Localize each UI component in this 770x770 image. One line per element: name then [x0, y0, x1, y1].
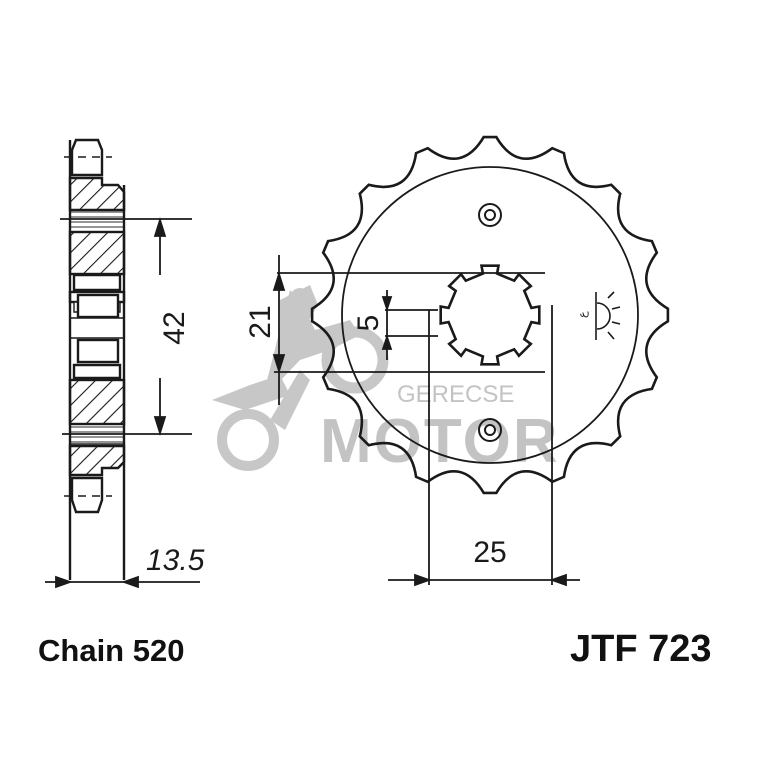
bolt-hole-top — [478, 203, 502, 227]
dimension-13-5 — [45, 575, 200, 589]
pitch-circle — [341, 166, 639, 464]
dimension-21 — [272, 255, 545, 405]
dimension-25 — [388, 305, 580, 587]
sprocket-front-view: ع — [310, 135, 670, 495]
watermark: GERECSE MOTOR — [212, 285, 560, 476]
bolt-hole-bottom — [478, 418, 502, 442]
spline-bore — [439, 264, 541, 366]
watermark-line1: GERECSE — [397, 381, 514, 408]
dimension-13-5-label: 13.5 — [146, 544, 205, 577]
dimension-5 — [381, 290, 438, 360]
dimension-21-label: 21 — [244, 305, 277, 338]
dimension-42 — [60, 216, 192, 437]
dimension-42-label: 42 — [158, 311, 191, 344]
watermark-line2: MOTOR — [320, 407, 560, 476]
dimension-25-label: 25 — [473, 536, 506, 569]
dimension-5-label: 5 — [352, 315, 385, 332]
part-number-label: JTF 723 — [570, 628, 712, 670]
side-view — [64, 138, 126, 580]
svg-text:ع: ع — [577, 311, 589, 318]
sprocket-teeth-outline — [310, 135, 670, 495]
chain-size-label: Chain 520 — [38, 633, 185, 668]
direction-mark-icon: ع — [577, 291, 621, 340]
